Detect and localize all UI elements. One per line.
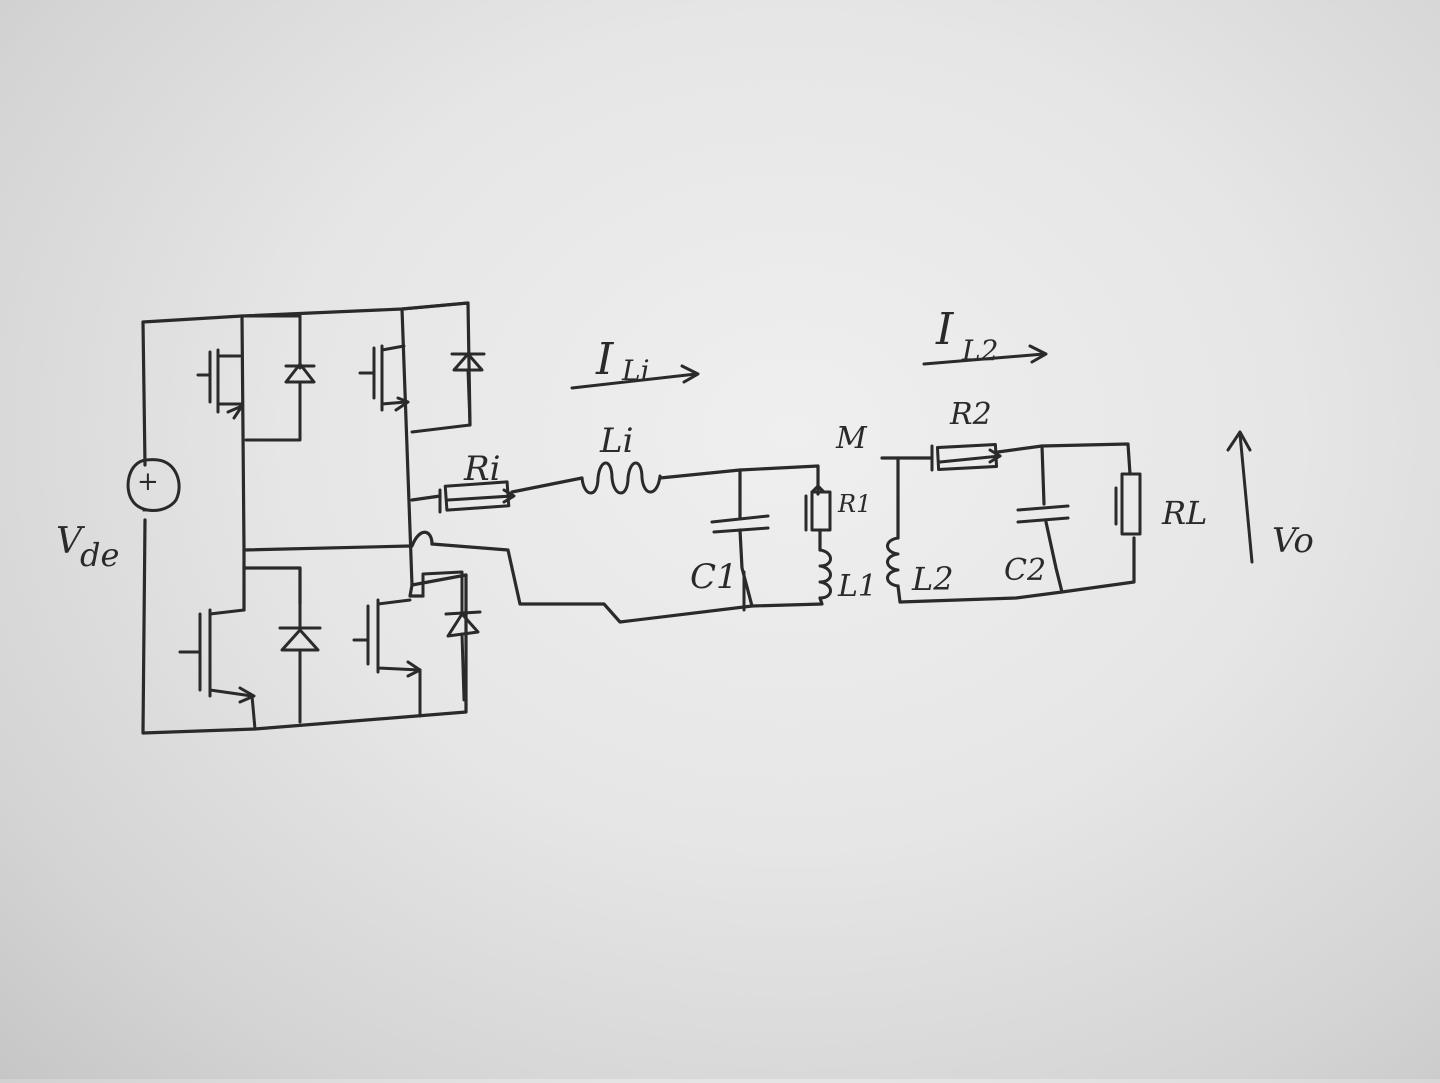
source-label: V bbox=[56, 521, 86, 562]
r2-label: R2 bbox=[949, 397, 992, 432]
c2-label: C2 bbox=[1004, 553, 1046, 588]
switch-upper-right bbox=[358, 301, 486, 434]
current-l2-main: I bbox=[935, 304, 955, 355]
current-li-main: I bbox=[595, 334, 615, 385]
l1-label: L1 bbox=[837, 569, 877, 604]
vo-label: Vo bbox=[1272, 521, 1314, 561]
switch-lower-left bbox=[178, 602, 322, 731]
switch-upper-left bbox=[196, 314, 316, 442]
secondary-network: R2 L2 C2 RL bbox=[880, 397, 1207, 604]
source-subscript: de bbox=[80, 536, 119, 574]
primary-network: Ri Li C1 R1 L1 bbox=[410, 421, 877, 624]
inverter-bridge bbox=[141, 301, 486, 735]
r1-label: R1 bbox=[837, 490, 871, 518]
rl-label: RL bbox=[1161, 494, 1207, 532]
source-minus: − bbox=[140, 496, 160, 524]
output-voltage-arrow: Vo bbox=[1226, 430, 1314, 564]
dc-source: + − V de bbox=[56, 458, 181, 574]
source-plus: + bbox=[137, 467, 159, 497]
current-arrow-li: I Li bbox=[570, 334, 700, 390]
switch-lower-right bbox=[352, 570, 482, 718]
c1-label: C1 bbox=[690, 557, 738, 597]
l2-label: L2 bbox=[911, 560, 954, 598]
li-label: Li bbox=[599, 421, 633, 461]
current-l2-sub: L2 bbox=[961, 334, 998, 367]
mutual-label: M bbox=[835, 421, 868, 456]
ri-label: Ri bbox=[463, 449, 500, 489]
current-arrow-l2: I L2 bbox=[922, 304, 1048, 367]
